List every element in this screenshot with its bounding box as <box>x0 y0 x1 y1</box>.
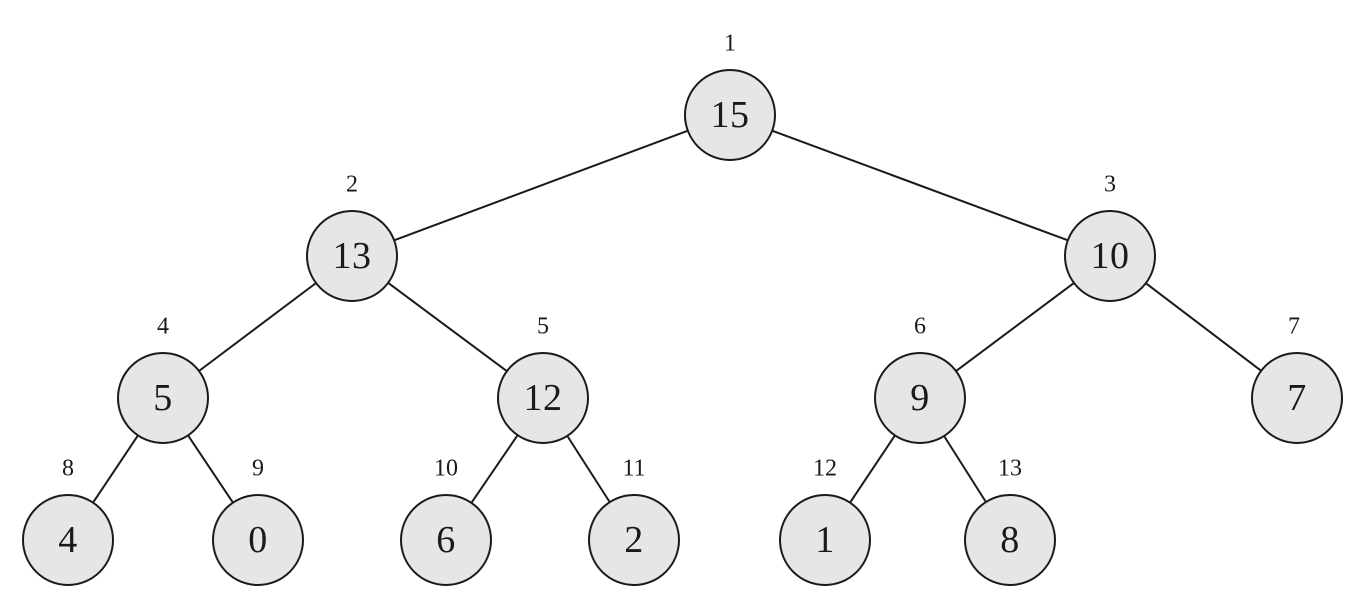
tree-node-index-label-8: 8 <box>62 455 74 482</box>
tree-edge <box>470 434 519 504</box>
tree-node-value: 4 <box>58 519 78 561</box>
tree-node-index-label-1: 1 <box>724 30 736 57</box>
tree-node-value: 0 <box>248 519 268 561</box>
tree-node-1[interactable]: 15 <box>684 69 776 161</box>
tree-node-index-label-2: 2 <box>346 171 358 198</box>
tree-node-index-label-13: 13 <box>998 455 1022 482</box>
tree-edge <box>387 282 508 372</box>
tree-edge <box>772 130 1068 241</box>
tree-node-4[interactable]: 5 <box>117 352 209 444</box>
tree-node-value: 7 <box>1287 377 1307 419</box>
tree-node-index-label-11: 11 <box>622 455 646 482</box>
tree-node-index-label-9: 9 <box>252 455 264 482</box>
tree-node-index-label-3: 3 <box>1104 171 1116 198</box>
tree-node-13[interactable]: 8 <box>964 494 1056 586</box>
tree-node-index-label-10: 10 <box>434 455 458 482</box>
tree-node-9[interactable]: 0 <box>212 494 304 586</box>
tree-node-value: 1 <box>815 519 835 561</box>
tree-node-value: 13 <box>332 235 372 277</box>
tree-node-value: 2 <box>624 519 644 561</box>
tree-node-index-label-4: 4 <box>157 313 169 340</box>
tree-node-3[interactable]: 10 <box>1064 210 1156 302</box>
tree-node-2[interactable]: 13 <box>306 210 398 302</box>
tree-node-8[interactable]: 4 <box>22 494 114 586</box>
tree-node-12[interactable]: 1 <box>779 494 871 586</box>
tree-edge <box>92 435 139 503</box>
tree-node-index-label-12: 12 <box>813 455 837 482</box>
tree-edge <box>566 435 611 503</box>
tree-node-value: 8 <box>1000 519 1020 561</box>
tree-node-value: 12 <box>523 377 563 419</box>
tree-edge <box>198 282 317 372</box>
tree-node-value: 10 <box>1090 235 1130 277</box>
tree-node-value: 15 <box>710 94 750 136</box>
tree-edge <box>943 435 987 503</box>
tree-node-value: 5 <box>153 377 173 419</box>
tree-node-index-label-6: 6 <box>914 313 926 340</box>
tree-node-index-label-5: 5 <box>537 313 549 340</box>
tree-node-6[interactable]: 9 <box>874 352 966 444</box>
tree-edge <box>849 435 896 503</box>
tree-edge <box>1145 282 1262 372</box>
tree-edge <box>187 435 234 503</box>
tree-edge <box>394 130 688 241</box>
tree-node-index-label-7: 7 <box>1288 313 1300 340</box>
tree-node-value: 6 <box>436 519 456 561</box>
tree-node-7[interactable]: 7 <box>1251 352 1343 444</box>
tree-node-5[interactable]: 12 <box>497 352 589 444</box>
tree-edge <box>955 282 1075 372</box>
tree-node-10[interactable]: 6 <box>400 494 492 586</box>
tree-node-11[interactable]: 2 <box>588 494 680 586</box>
tree-node-value: 9 <box>910 377 930 419</box>
